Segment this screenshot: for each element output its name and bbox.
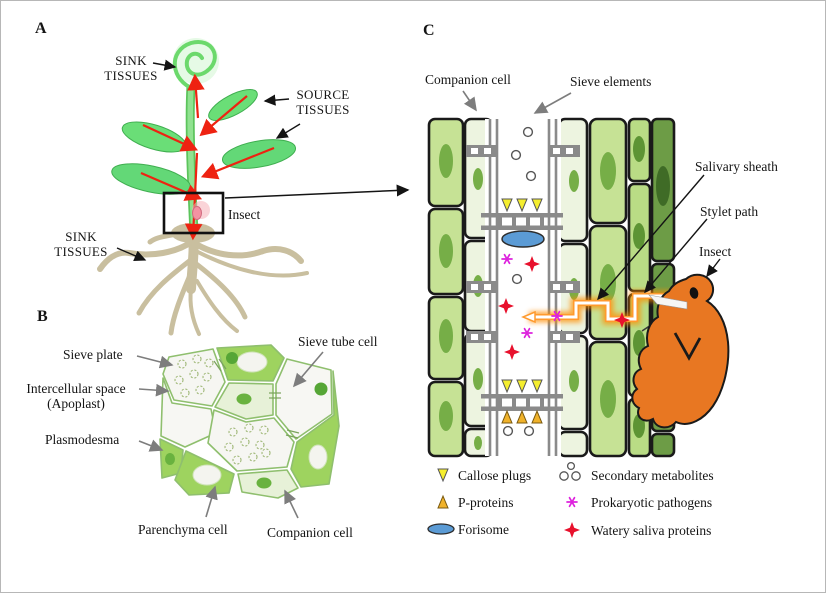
panel-c-detail [427,90,730,538]
forisome [501,230,545,248]
source-tissues-label: SOURCE TISSUES [296,87,350,117]
panel-b-label-arrows [136,351,324,519]
sieve-tube-cell [275,358,333,440]
insect-body [631,273,730,429]
secondary-metabolite [523,425,535,437]
sieve-plate-top [481,213,563,230]
pore-connector [548,145,580,157]
legend-saliva-icon [564,522,580,538]
pore-connector [548,331,580,343]
secondary-metabolite [511,273,523,285]
pore-connector [466,145,498,157]
secondary-metabolite [522,126,534,138]
insect-aphid [631,273,730,429]
stylet-path [521,290,687,328]
plasmodesma-label: Plasmodesma [45,432,120,447]
panel-a-letter: A [35,20,47,37]
sieve-plate-bottom [481,394,563,411]
pore-connector [466,281,498,293]
parenchyma-cell-label: Parenchyma cell [138,522,228,537]
sieve-tube-cell-label: Sieve tube cell [298,334,378,349]
legend-pathogens-label: Prokaryotic pathogens [591,495,713,510]
companion-cell-label-c: Companion cell [425,72,511,87]
insect-label-c: Insect [699,244,732,259]
sieve-plate-pores [174,354,271,465]
legend-metabolites-icon [559,461,581,481]
legend-symbols [427,461,581,538]
sieve-element-tube [466,119,580,456]
legend-callose-icon [437,468,449,482]
shoot-apex [172,38,219,91]
panel-c-letter: C [423,22,435,39]
phloem-flow-arrows [140,73,275,241]
legend-callose-label: Callose plugs [458,468,532,483]
legend-pathogen-icon [566,496,578,508]
secondary-metabolite [510,149,522,161]
legend-pprotein-icon [437,495,449,509]
pore-connector [548,281,580,293]
plasmodesma-ticks [213,358,300,439]
insect-dot [192,206,202,220]
legend-saliva-label: Watery saliva proteins [591,523,712,538]
companion-cell-label-b: Companion cell [267,525,353,540]
zoom-link-arrow [224,184,410,199]
root-system [97,222,309,336]
panel-b-cross-section [136,344,340,519]
legend-forisome-icon [427,523,455,535]
legend-metabolites-label: Secondary metabolites [591,468,714,483]
panel-a-label-arrows [116,59,301,262]
panel-b-organelles [165,351,328,489]
panel-c-label-arrows [462,90,721,301]
legend-pprotein-label: P-proteins [458,495,514,510]
sink-tissues-top-label: SINK TISSUES [104,53,158,83]
legend-forisome-label: Forisome [458,522,510,537]
sieve-plate-label: Sieve plate [63,347,123,362]
sink-tissues-bottom-label: SINK TISSUES [54,229,108,259]
salivary-sheath-label: Salivary sheath [695,159,778,174]
insect-eye [689,287,699,299]
stylet-path-label: Stylet path [700,204,759,219]
sieve-plate-cell-2 [207,409,295,472]
secondary-metabolite [525,170,537,182]
panel-b-letter: B [37,308,48,325]
zoom-region-box [162,191,225,235]
panel-a-plant [97,38,410,336]
intercellular-space-label: Intercellular space (Apoplast) [26,381,126,411]
secondary-metabolite [502,425,514,437]
pore-connector [466,331,498,343]
insect-wing-mark [673,332,702,361]
insect-label-a: Insect [228,207,261,222]
sieve-elements-label: Sieve elements [570,74,652,89]
insect-stylet [648,294,688,310]
sieve-plate-cell [162,348,226,407]
